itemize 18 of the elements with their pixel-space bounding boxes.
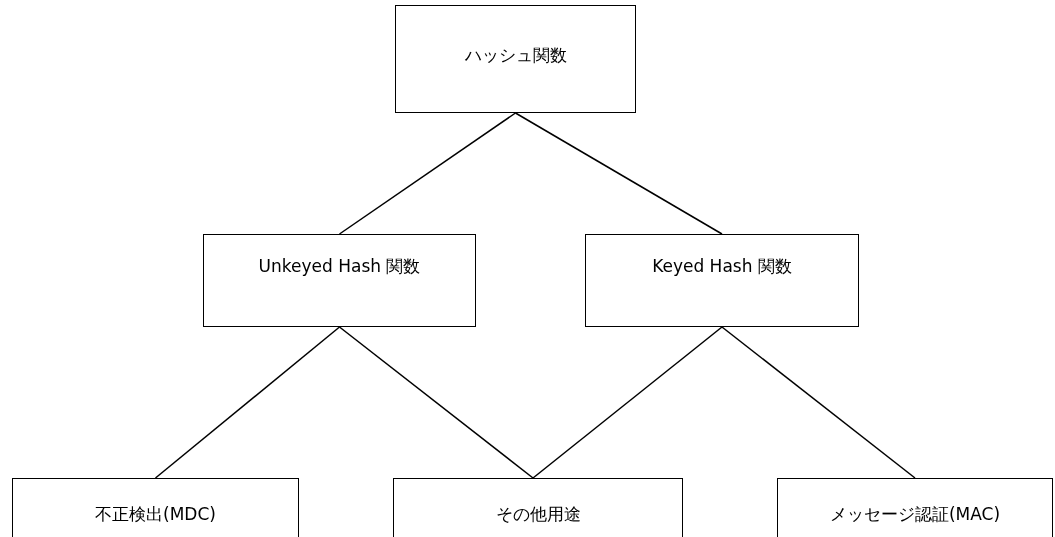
node-label: メッセージ認証(MAC) [829,503,1001,526]
connector-line [532,326,723,479]
node-label: Keyed Hash 関数 [652,255,792,278]
connector-line [721,326,916,479]
box [777,478,1053,537]
box [203,234,476,327]
connector-line [154,326,341,479]
box [585,234,859,327]
node-label: ハッシュ関数 [464,44,567,67]
node-label: 不正検出(MDC) [95,503,216,526]
connector-line [514,112,723,235]
box [395,5,636,113]
node-label: その他用途 [495,503,581,526]
box [12,478,299,537]
connector-line [338,326,534,479]
node-label: Unkeyed Hash 関数 [258,255,421,278]
connector-line [338,112,517,235]
box [393,478,683,537]
